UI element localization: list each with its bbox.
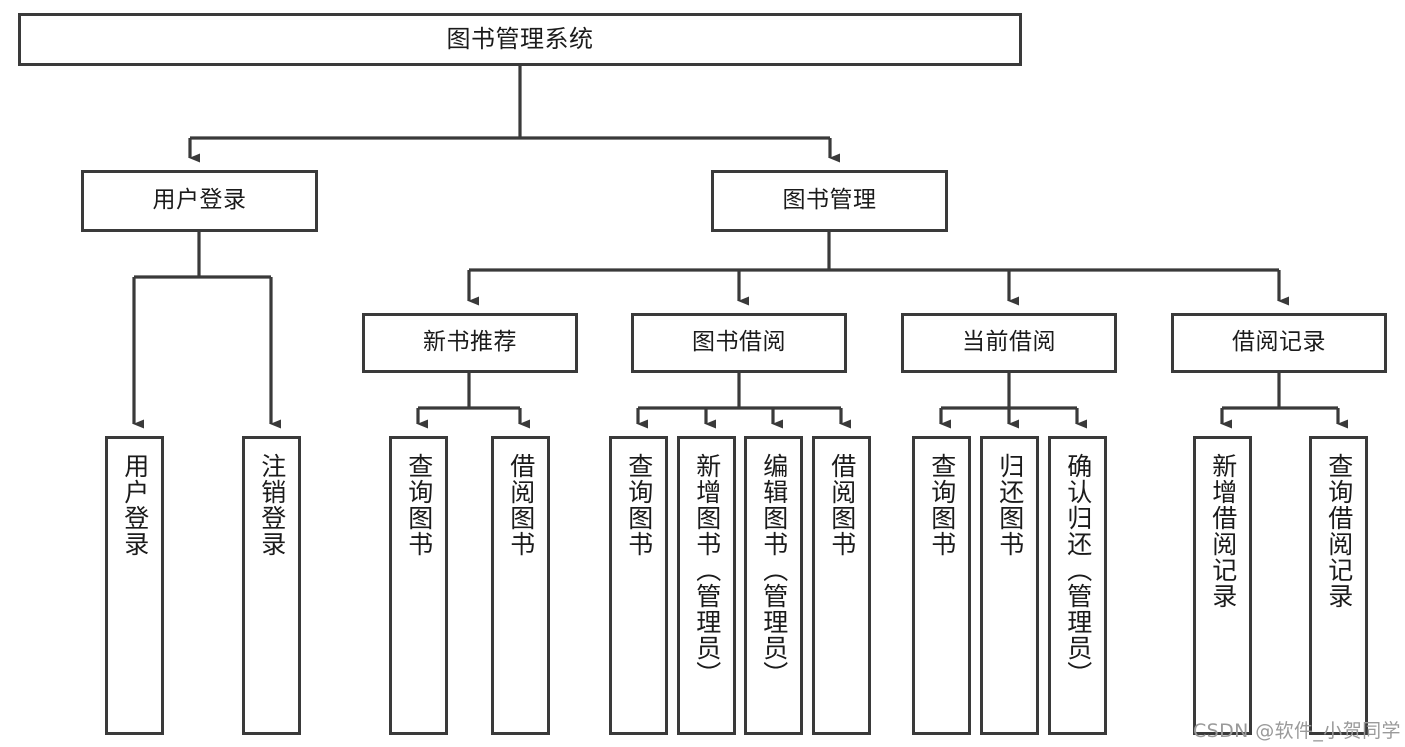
node-leaf-borrow-edit[interactable]: 编辑图书（管理员） bbox=[744, 436, 803, 735]
node-leaf-cur-query-label: 查询图书 bbox=[927, 453, 957, 557]
watermark-text: CSDN @软件_小贺同学 bbox=[1193, 720, 1401, 742]
node-leaf-rec-query[interactable]: 查询图书 bbox=[389, 436, 448, 735]
node-book-manage-label: 图书管理 bbox=[782, 187, 877, 214]
node-leaf-borrow-add[interactable]: 新增图书（管理员） bbox=[677, 436, 736, 735]
node-root-label: 图书管理系统 bbox=[446, 25, 594, 54]
node-book-manage[interactable]: 图书管理 bbox=[711, 170, 948, 232]
node-leaf-rec-borrow-label: 借阅图书 bbox=[506, 453, 536, 557]
node-leaf-borrow-edit-label: 编辑图书（管理员） bbox=[759, 453, 789, 687]
node-leaf-rec-borrow[interactable]: 借阅图书 bbox=[491, 436, 550, 735]
node-leaf-cur-return[interactable]: 归还图书 bbox=[980, 436, 1039, 735]
node-leaf-logout[interactable]: 注销登录 bbox=[242, 436, 301, 735]
node-leaf-cur-confirm-label: 确认归还（管理员） bbox=[1063, 453, 1093, 687]
node-borrow-record[interactable]: 借阅记录 bbox=[1171, 313, 1387, 373]
node-leaf-borrow-lend[interactable]: 借阅图书 bbox=[812, 436, 871, 735]
node-root[interactable]: 图书管理系统 bbox=[18, 13, 1022, 66]
node-borrow-record-label: 借阅记录 bbox=[1232, 329, 1326, 356]
node-new-book-recommend-label: 新书推荐 bbox=[423, 329, 517, 356]
node-leaf-borrow-add-label: 新增图书（管理员） bbox=[692, 453, 722, 687]
node-leaf-rec-search-label: 查询借阅记录 bbox=[1324, 453, 1354, 609]
node-book-borrow-label: 图书借阅 bbox=[692, 329, 786, 356]
node-leaf-rec-add-label: 新增借阅记录 bbox=[1208, 453, 1238, 609]
node-leaf-cur-confirm[interactable]: 确认归还（管理员） bbox=[1048, 436, 1107, 735]
node-leaf-cur-query[interactable]: 查询图书 bbox=[912, 436, 971, 735]
node-leaf-user-login[interactable]: 用户登录 bbox=[105, 436, 164, 735]
node-new-book-recommend[interactable]: 新书推荐 bbox=[362, 313, 578, 373]
node-current-borrow[interactable]: 当前借阅 bbox=[901, 313, 1117, 373]
node-leaf-rec-add[interactable]: 新增借阅记录 bbox=[1193, 436, 1252, 735]
node-leaf-logout-label: 注销登录 bbox=[257, 453, 287, 557]
node-user-login[interactable]: 用户登录 bbox=[81, 170, 318, 232]
node-leaf-rec-query-label: 查询图书 bbox=[404, 453, 434, 557]
node-leaf-rec-search[interactable]: 查询借阅记录 bbox=[1309, 436, 1368, 735]
node-leaf-user-login-label: 用户登录 bbox=[120, 453, 150, 557]
node-leaf-borrow-query[interactable]: 查询图书 bbox=[609, 436, 668, 735]
node-leaf-cur-return-label: 归还图书 bbox=[995, 453, 1025, 557]
node-user-login-label: 用户登录 bbox=[152, 187, 247, 214]
node-leaf-borrow-lend-label: 借阅图书 bbox=[827, 453, 857, 557]
node-leaf-borrow-query-label: 查询图书 bbox=[624, 453, 654, 557]
node-current-borrow-label: 当前借阅 bbox=[962, 329, 1056, 356]
node-book-borrow[interactable]: 图书借阅 bbox=[631, 313, 847, 373]
